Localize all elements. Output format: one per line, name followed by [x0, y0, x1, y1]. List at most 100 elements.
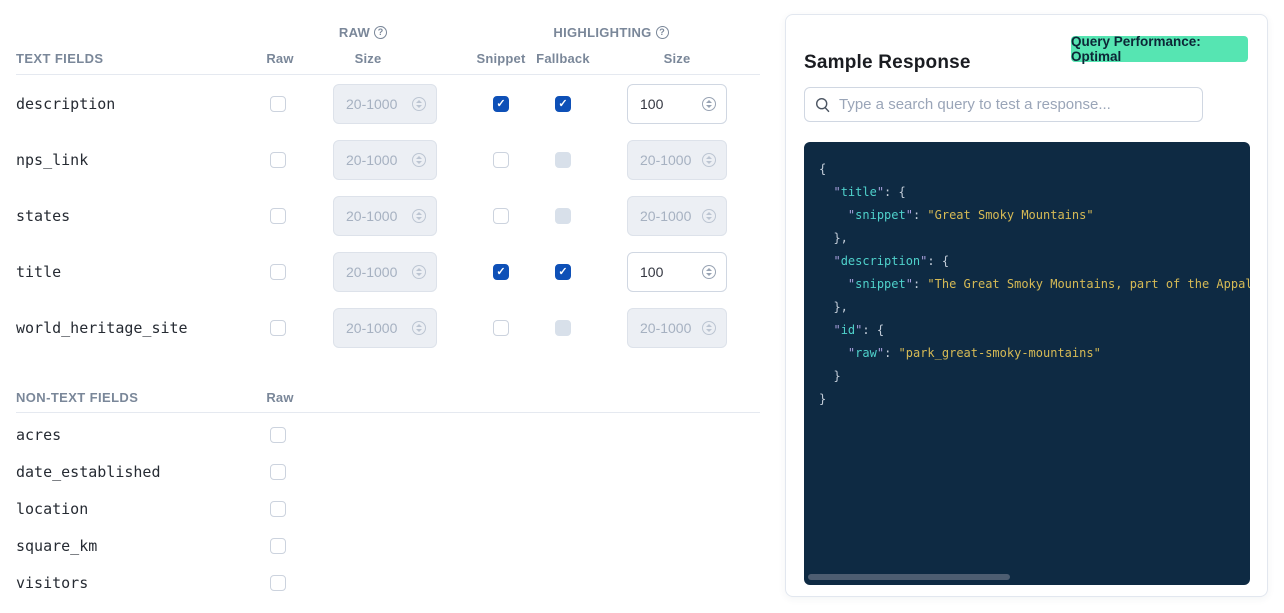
field-name: location	[16, 499, 89, 518]
table-row: world_heritage_site 20-1000 20-1000	[16, 300, 760, 356]
non-text-fields-section-header: NON-TEXT FIELDS	[16, 390, 139, 405]
table-row: square_km	[16, 527, 760, 564]
size-value: 20-1000	[346, 320, 398, 336]
stepper-icon	[412, 321, 426, 335]
stepper-icon	[412, 209, 426, 223]
highlighting-group-label: HIGHLIGHTING	[553, 24, 652, 40]
raw-checkbox[interactable]	[270, 537, 286, 554]
stepper-icon[interactable]	[702, 265, 716, 279]
size-value: 20-1000	[346, 208, 398, 224]
highlight-size-input: 20-1000	[627, 140, 727, 180]
raw-checkbox[interactable]	[270, 320, 286, 336]
field-name: visitors	[16, 573, 89, 592]
column-header-fallback: Fallback	[536, 51, 590, 66]
field-name: description	[16, 95, 116, 113]
code-line: {	[819, 162, 827, 176]
table-row: states 20-1000 20-1000	[16, 188, 760, 244]
column-header-raw: Raw	[266, 51, 294, 66]
divider	[16, 412, 760, 413]
code-line: }	[819, 369, 841, 383]
raw-checkbox[interactable]	[270, 426, 286, 443]
stepper-icon	[702, 209, 716, 223]
stepper-icon[interactable]	[702, 97, 716, 111]
table-row: description 20-1000 100	[16, 76, 760, 132]
raw-checkbox[interactable]	[270, 500, 286, 517]
size-value: 20-1000	[640, 152, 692, 168]
size-value: 100	[640, 264, 664, 280]
size-value: 20-1000	[346, 96, 398, 112]
table-row: title 20-1000 100	[16, 244, 760, 300]
field-name: acres	[16, 425, 62, 444]
raw-size-input: 20-1000	[333, 196, 437, 236]
sample-response-codeblock: { "title": { "snippet": "Great Smoky Mou…	[804, 142, 1250, 585]
size-value: 20-1000	[346, 264, 398, 280]
code-line: "id": {	[833, 323, 885, 337]
code-line: "snippet": "Great Smoky Mountains"	[847, 208, 1094, 222]
code-line: "snippet": "The Great Smoky Mountains, p…	[847, 277, 1250, 291]
raw-group-label: RAW	[338, 24, 371, 40]
table-row: date_established	[16, 453, 760, 490]
search-icon	[815, 97, 830, 112]
code-line: },	[819, 231, 848, 245]
fallback-checkbox	[555, 320, 571, 336]
size-value: 100	[640, 96, 664, 112]
divider	[16, 74, 760, 75]
code-line: },	[819, 300, 848, 314]
raw-size-input: 20-1000	[333, 308, 437, 348]
text-fields-section-header: TEXT FIELDS	[16, 51, 104, 66]
stepper-icon	[702, 153, 716, 167]
highlight-size-input[interactable]: 100	[627, 84, 727, 124]
snippet-checkbox[interactable]	[493, 208, 509, 224]
raw-size-input: 20-1000	[333, 252, 437, 292]
size-value: 20-1000	[640, 320, 692, 336]
stepper-icon	[412, 97, 426, 111]
sample-response-card: Sample Response Query Performance: Optim…	[785, 14, 1268, 597]
size-value: 20-1000	[640, 208, 692, 224]
snippet-checkbox[interactable]	[493, 264, 509, 280]
column-header-highlight-size: Size	[663, 51, 691, 66]
query-performance-badge: Query Performance: Optimal	[1071, 34, 1248, 64]
field-settings-table: RAW HIGHLIGHTING TEXT FIELDS Raw Size Sn…	[0, 0, 770, 613]
help-icon[interactable]	[374, 25, 388, 39]
horizontal-scrollbar[interactable]	[808, 574, 1010, 580]
highlighting-group-header: HIGHLIGHTING	[528, 24, 694, 40]
snippet-checkbox[interactable]	[493, 320, 509, 336]
raw-checkbox[interactable]	[270, 574, 286, 591]
raw-checkbox[interactable]	[270, 96, 286, 112]
column-header-raw-nontext: Raw	[266, 390, 294, 405]
field-name: title	[16, 263, 62, 281]
raw-size-input: 20-1000	[333, 84, 437, 124]
stepper-icon	[412, 153, 426, 167]
raw-size-input: 20-1000	[333, 140, 437, 180]
raw-checkbox[interactable]	[270, 463, 286, 480]
fallback-checkbox[interactable]	[555, 96, 571, 112]
json-response-code: { "title": { "snippet": "Great Smoky Mou…	[804, 142, 1250, 585]
help-icon[interactable]	[655, 25, 669, 39]
size-value: 20-1000	[346, 152, 398, 168]
stepper-icon	[702, 321, 716, 335]
snippet-checkbox[interactable]	[493, 96, 509, 112]
snippet-checkbox[interactable]	[493, 152, 509, 168]
field-name: states	[16, 207, 71, 225]
query-performance-label: Query Performance: Optimal	[1071, 34, 1201, 64]
highlight-size-input[interactable]: 100	[627, 252, 727, 292]
table-row: visitors	[16, 564, 760, 601]
field-name: world_heritage_site	[16, 319, 188, 337]
sample-response-title: Sample Response	[804, 52, 971, 73]
column-header-snippet: Snippet	[476, 51, 526, 66]
raw-group-header: RAW	[320, 24, 406, 40]
highlight-size-input: 20-1000	[627, 196, 727, 236]
raw-checkbox[interactable]	[270, 264, 286, 280]
raw-checkbox[interactable]	[270, 152, 286, 168]
search-query-input[interactable]	[839, 96, 1192, 113]
fallback-checkbox[interactable]	[555, 264, 571, 280]
raw-checkbox[interactable]	[270, 208, 286, 224]
field-name: square_km	[16, 536, 98, 555]
sample-query-searchbox	[804, 87, 1203, 122]
field-name: date_established	[16, 462, 161, 481]
code-line: }	[819, 392, 827, 406]
code-line: "description": {	[833, 254, 950, 268]
fallback-checkbox	[555, 152, 571, 168]
fallback-checkbox	[555, 208, 571, 224]
